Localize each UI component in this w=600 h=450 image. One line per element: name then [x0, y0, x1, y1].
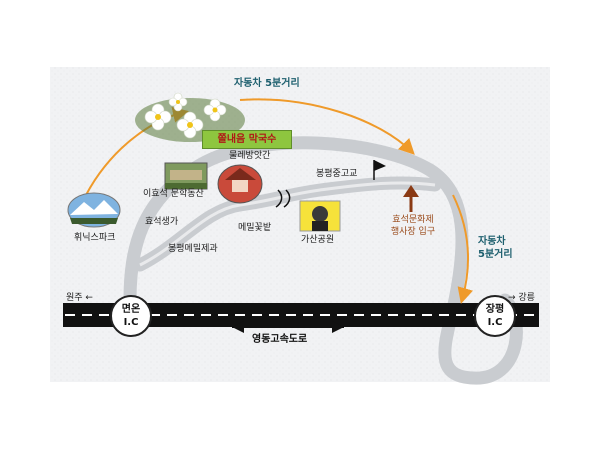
stream-marks — [275, 189, 291, 208]
east-junction-label-line2: 5분거리 — [478, 249, 513, 260]
school-flag-icon — [373, 160, 386, 180]
myeonon-ic-suffix: I.C — [123, 317, 139, 328]
gasan-park-label: 가산공원 — [301, 235, 335, 245]
jangpyeong-ic-suffix: I.C — [487, 317, 503, 328]
east-junction-label-line1: 자동차 — [478, 236, 506, 247]
phoenix-park-label: 휘닉스파크 — [74, 233, 116, 243]
festival-label-line2: 행사장 입구 — [390, 227, 436, 237]
expressway-label: 영동고속도로 — [252, 334, 308, 345]
middle-school-label: 봉평중고교 — [316, 169, 358, 179]
phoenix-park-photo — [67, 192, 121, 228]
myeonon-ic-name: 면온 — [121, 304, 141, 315]
jangpyeong-ic-name: 장평 — [485, 304, 505, 315]
wonju-direction-label: 원주 ← — [66, 293, 93, 303]
expressway-arrow — [232, 321, 344, 333]
north-junction-label: 자동차 5분거리 — [234, 78, 300, 89]
gasan-portrait — [299, 200, 341, 232]
mill-label: 물레방앗간 — [229, 151, 271, 161]
jangpyeong-ic-marker: 장평 I.C — [474, 295, 516, 337]
buckwheat-field-label: 메밀꽃밭 — [238, 223, 272, 233]
literary-park-label: 이효석 문학동산 — [143, 189, 204, 199]
factory-label: 봉평메밀제과 — [168, 244, 218, 254]
myeonon-ic-marker: 면온 I.C — [110, 295, 152, 337]
restaurant-label: 쫄내음 막국수 — [202, 130, 292, 149]
gangneung-direction-label: → 강릉 — [508, 293, 535, 303]
literary-park-photo — [164, 162, 208, 190]
mill-photo — [217, 164, 263, 204]
festival-label-line1: 효석문화제 — [392, 215, 434, 225]
birthplace-label: 효석생가 — [145, 217, 179, 227]
